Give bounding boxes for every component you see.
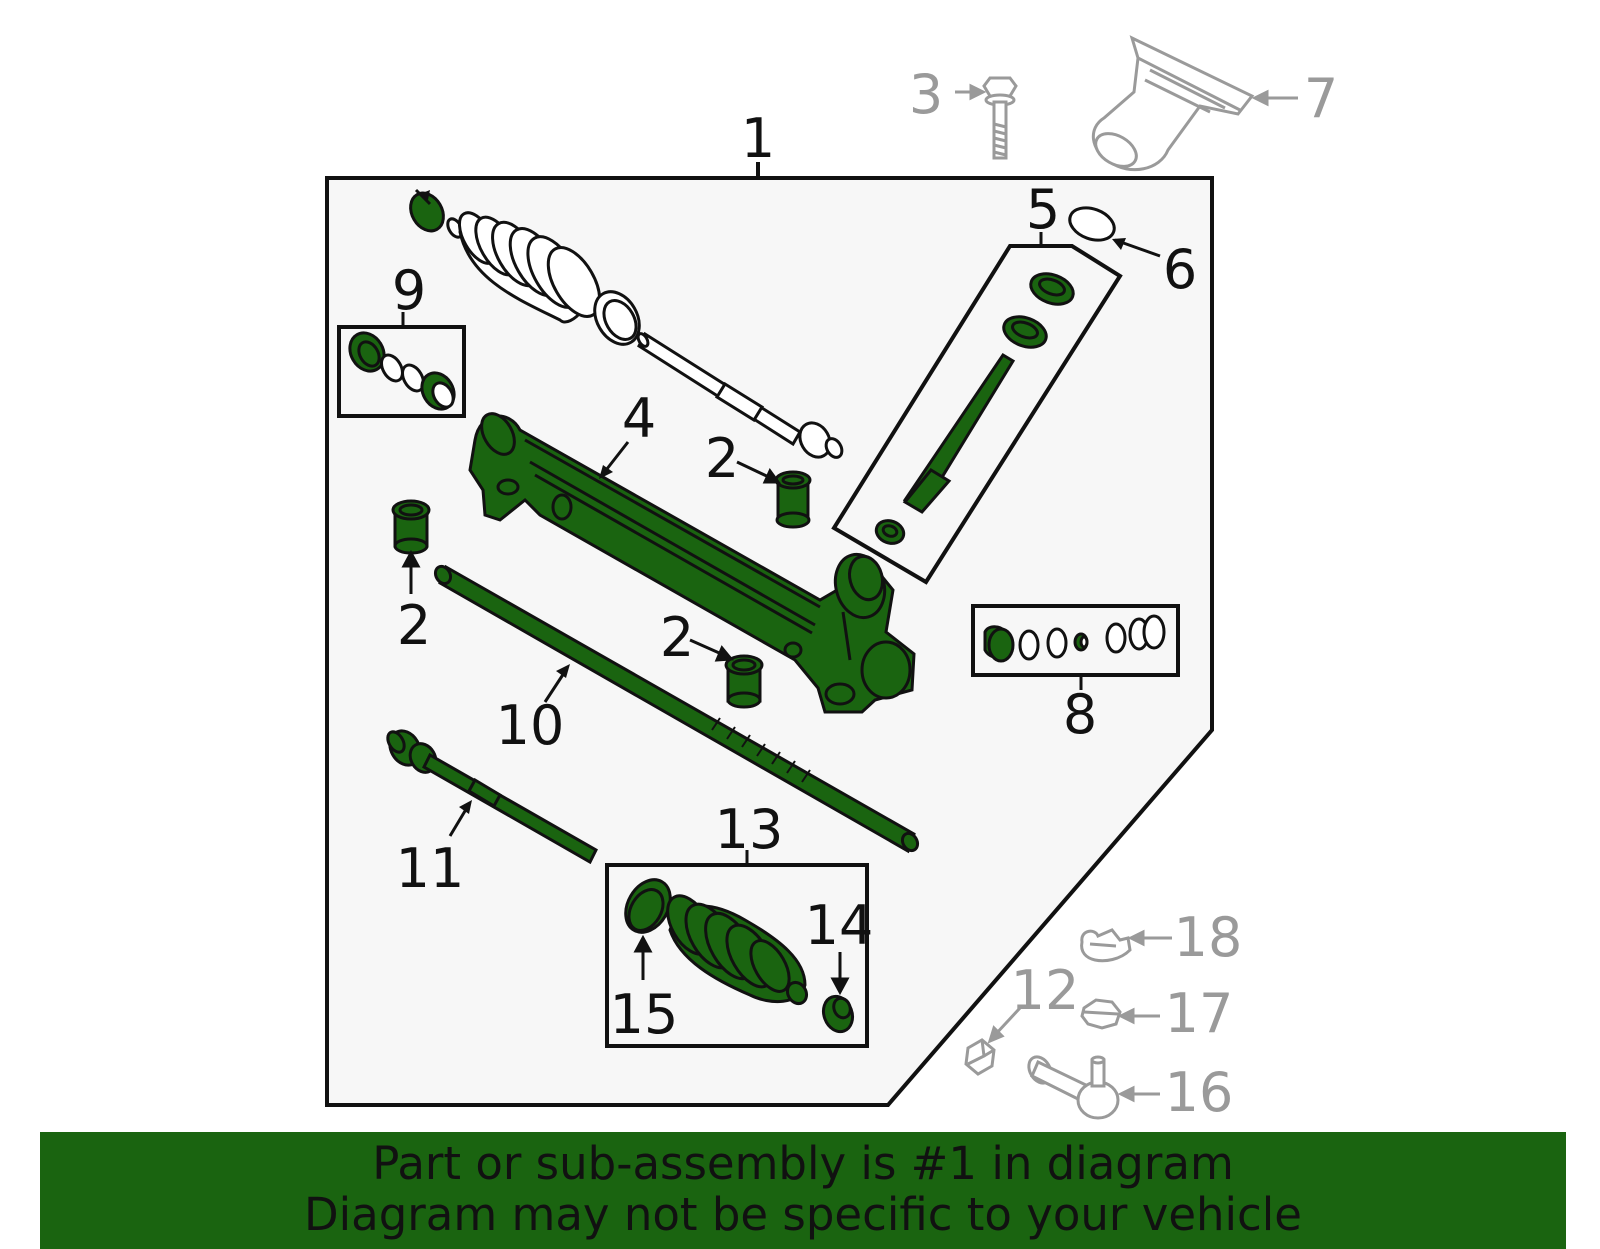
bellows-boot-upper [446, 211, 602, 324]
callout-12: 12 [1011, 959, 1080, 1022]
footer-line-1: Part or sub-assembly is #1 in diagram [372, 1137, 1234, 1190]
callout-11: 11 [396, 837, 465, 900]
callout-1: 1 [741, 107, 775, 170]
o-ring-6 [1068, 206, 1161, 258]
bushing-2-left [391, 499, 431, 594]
callout-11-arrowhead [459, 800, 472, 814]
callout-3: 3 [909, 63, 943, 126]
callout-5: 5 [1026, 178, 1060, 241]
callout-18: 18 [1174, 906, 1243, 969]
bracket-7 [1091, 35, 1298, 172]
callout-13: 13 [715, 798, 784, 861]
boot-clamp-14 [821, 952, 855, 1034]
callout-10: 10 [496, 694, 565, 757]
callout-2-right: 2 [705, 427, 739, 490]
callout-9: 9 [392, 259, 426, 322]
callout-8: 8 [1063, 683, 1097, 746]
seal-kit-8 [983, 614, 1166, 663]
rack-housing-4 [468, 412, 916, 714]
callout-2-lower: 2 [660, 606, 694, 669]
boot-ring-upper [593, 290, 641, 346]
boot-clamp-upper [409, 188, 445, 233]
callout-14: 14 [805, 894, 874, 957]
callout-7: 7 [1304, 67, 1338, 130]
callout-10-arrowhead [556, 664, 570, 678]
nut-17 [1080, 998, 1160, 1030]
callout-2-left: 2 [397, 594, 431, 657]
inner-tie-rod-upper [636, 331, 844, 459]
seal-kit-9 [348, 331, 456, 411]
footer-line-2: Diagram may not be specific to your vehi… [304, 1188, 1302, 1241]
callout-16: 16 [1165, 1061, 1234, 1124]
tie-rod-end-16 [1027, 1055, 1160, 1120]
callout-4-arrowhead [599, 465, 613, 479]
bushing-2-lower [689, 638, 764, 709]
callout-4: 4 [622, 387, 656, 450]
callout-6: 6 [1163, 238, 1197, 301]
pinion-kit-5 [874, 272, 1075, 545]
footer-banner: Part or sub-assembly is #1 in diagram Di… [40, 1132, 1566, 1249]
rack-bar-10 [433, 564, 920, 854]
clip-18 [1080, 928, 1172, 963]
kit-box-8 [971, 604, 1180, 677]
boot-ring-15 [624, 878, 672, 980]
bellows-boot-13 [666, 894, 809, 1006]
kit-box-5 [831, 244, 1123, 585]
callout-17: 17 [1165, 982, 1234, 1045]
callout-15: 15 [610, 983, 679, 1046]
kit-box-13 [605, 863, 869, 1048]
inner-tie-rod-11 [386, 729, 598, 865]
bolt-3 [955, 76, 1018, 160]
bushing-2-right [736, 460, 812, 529]
nut-12 [964, 1006, 1022, 1076]
